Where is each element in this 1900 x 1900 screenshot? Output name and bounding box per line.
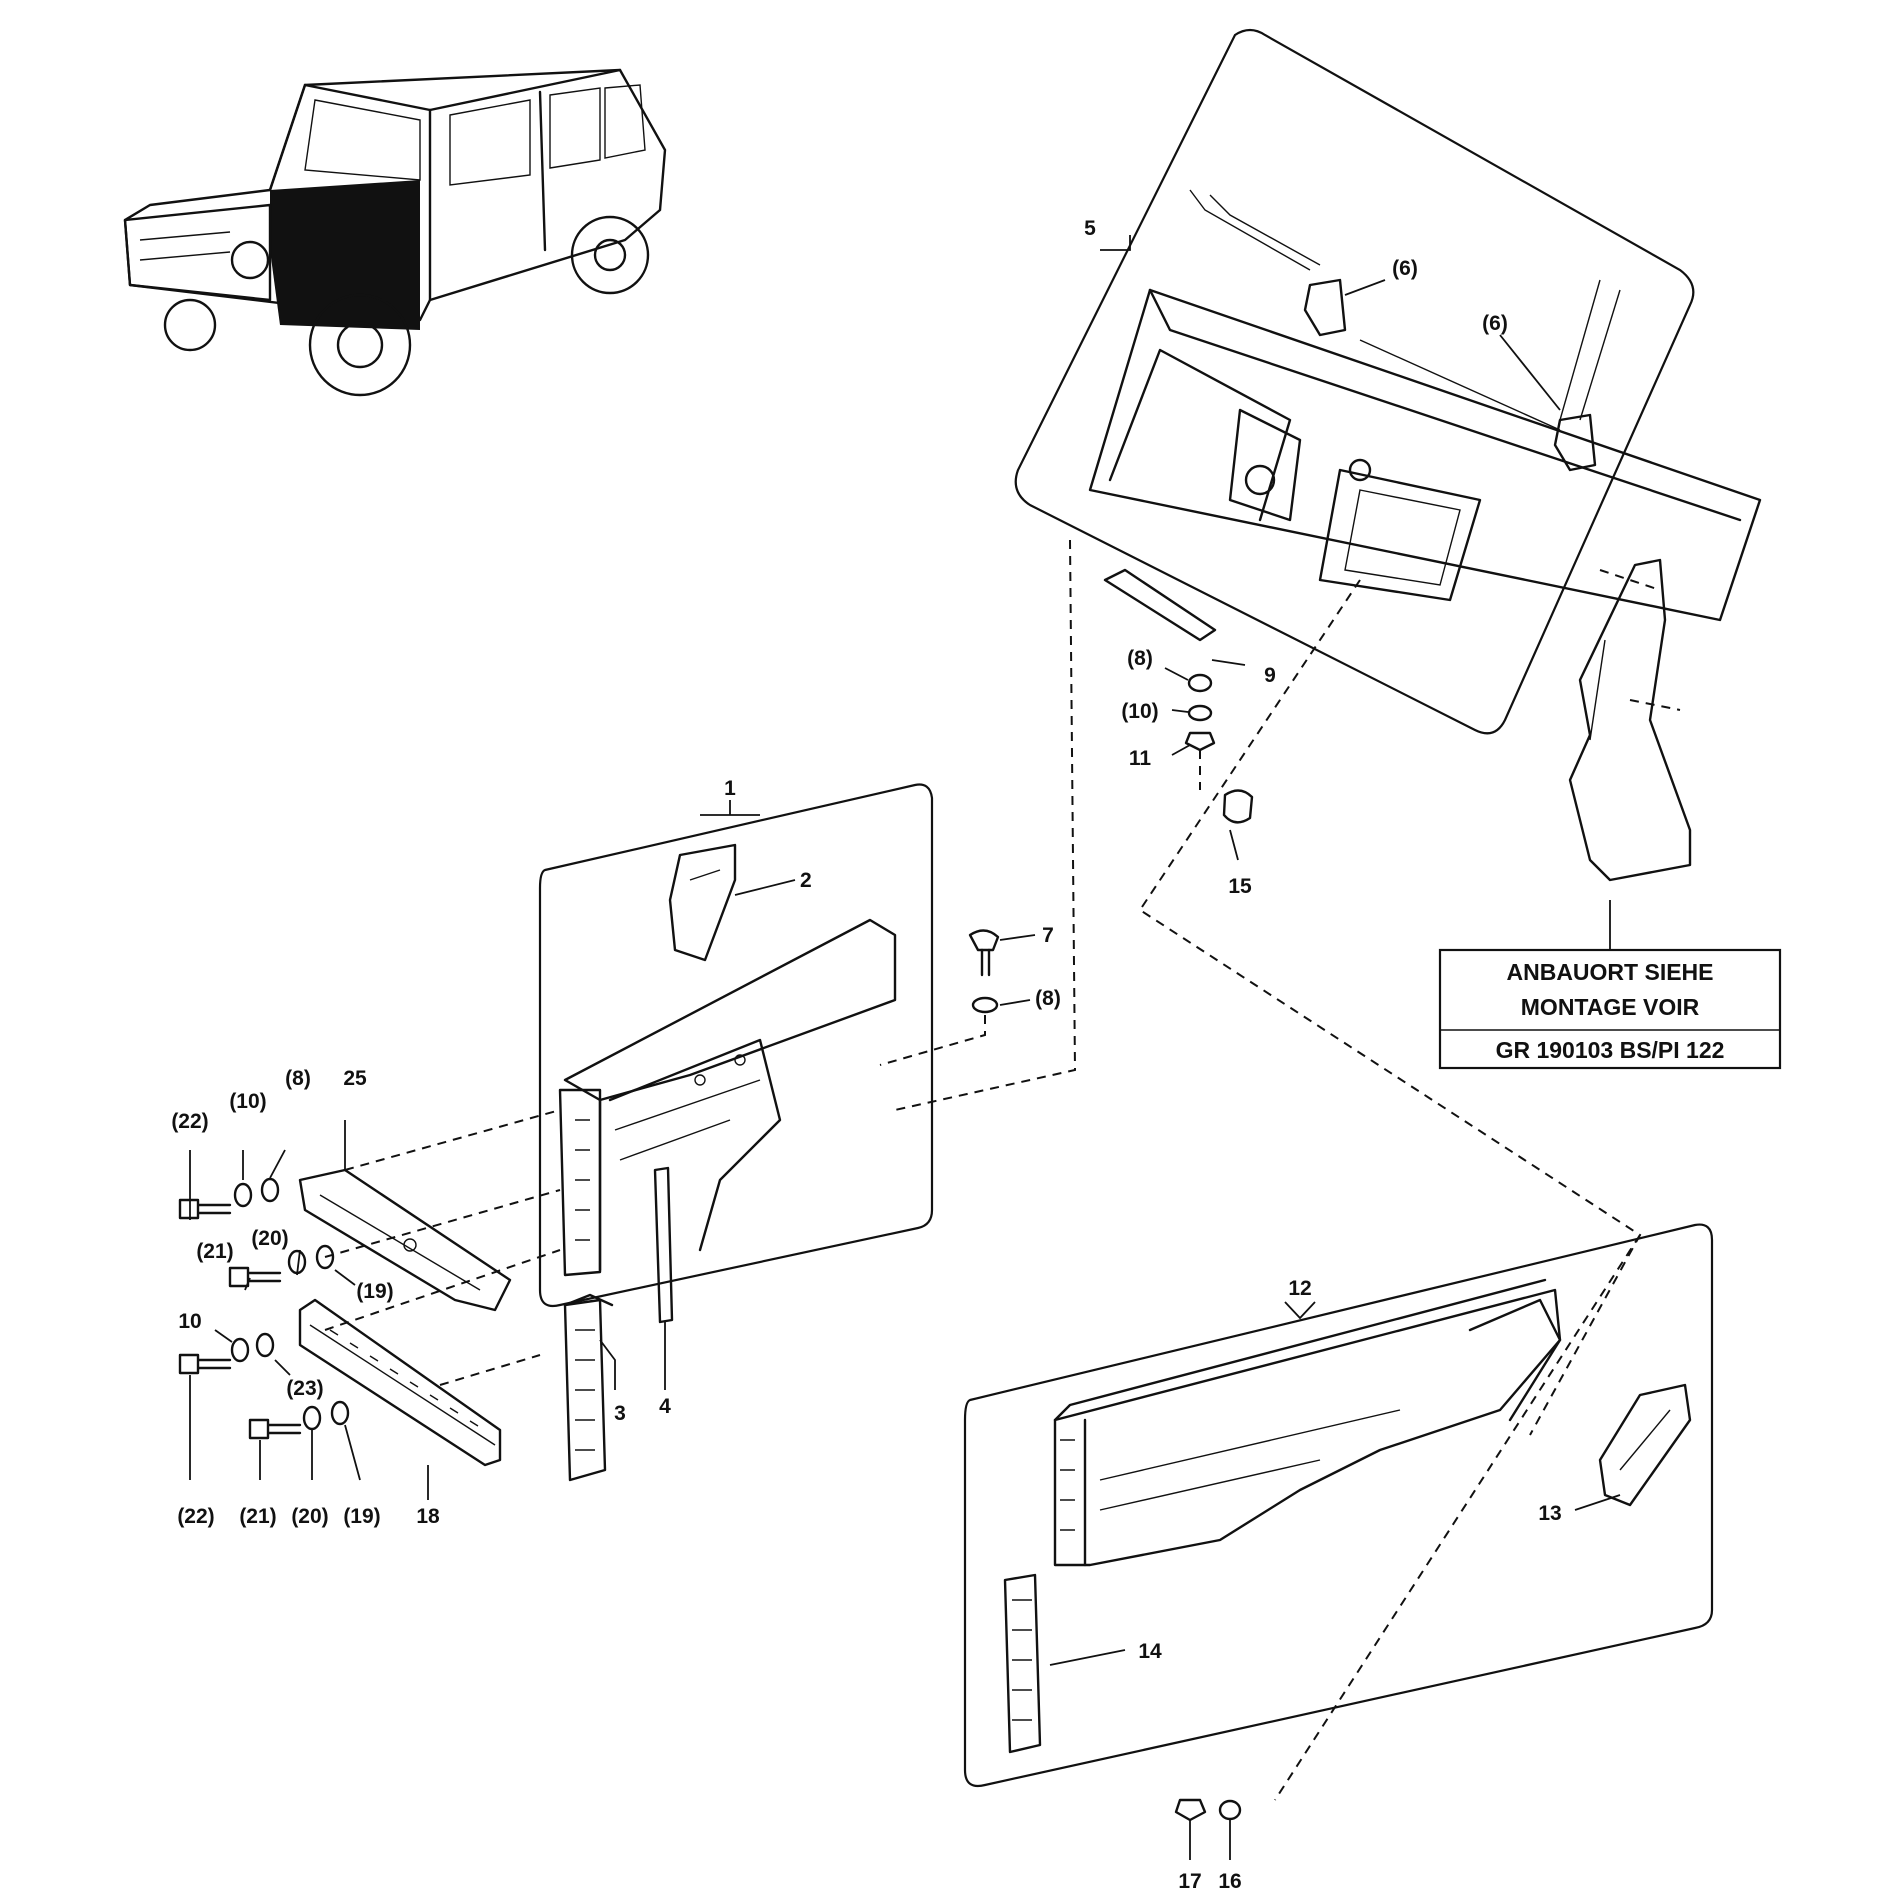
label-1: 1 <box>724 777 736 800</box>
label-17: 17 <box>1178 1870 1201 1893</box>
label-6b: (6) <box>1482 312 1508 335</box>
part-labels: 1 2 3 4 5 (6) (6) 7 (8) (8) (8) 9 (10) (… <box>171 217 1561 1893</box>
assembly-5-frame <box>1014 28 1695 735</box>
reference-line-3: GR 190103 BS/PI 122 <box>1496 1037 1725 1063</box>
reference-line-2: MONTAGE VOIR <box>1521 994 1700 1020</box>
label-8a: (8) <box>1035 987 1061 1010</box>
leader-lines <box>189 279 1621 1860</box>
label-8b: (8) <box>1127 647 1153 670</box>
label-10a: (10) <box>1121 700 1158 723</box>
label-22a: (22) <box>171 1110 208 1133</box>
label-4: 4 <box>659 1395 671 1418</box>
part-4-strip <box>653 1166 674 1324</box>
label-9: 9 <box>1264 664 1276 687</box>
reference-box: ANBAUORT SIEHE MONTAGE VOIR GR 190103 BS… <box>1438 900 1782 1070</box>
label-10c: 10 <box>178 1310 201 1333</box>
part-12-wheelhouse <box>1053 1278 1562 1567</box>
part-15-clip <box>1222 789 1254 824</box>
part-18-rail <box>298 1298 502 1467</box>
side-panel-reference-part <box>1568 558 1692 882</box>
label-16: 16 <box>1218 1870 1241 1893</box>
label-3: 3 <box>614 1402 626 1425</box>
part-9-strip <box>1103 568 1217 642</box>
label-11: 11 <box>1129 747 1152 770</box>
vehicle-overview <box>123 68 667 397</box>
assembly-1-frame <box>538 783 934 1308</box>
part-14-radiator-post <box>1003 1573 1042 1754</box>
label-20b: (20) <box>291 1505 328 1528</box>
reference-line-1: ANBAUORT SIEHE <box>1506 959 1713 985</box>
label-10b: (10) <box>229 1090 266 1113</box>
highlighted-front-section <box>270 180 420 330</box>
part-13-bracket <box>1598 1383 1692 1507</box>
fasteners-8-10-11 <box>1184 673 1216 752</box>
part-5-firewall <box>1088 189 1762 622</box>
label-7: 7 <box>1042 924 1054 947</box>
fasteners-16-17 <box>1174 1798 1242 1822</box>
connection-lines <box>324 539 1681 1801</box>
label-6a: (6) <box>1392 257 1418 280</box>
label-21b: (21) <box>239 1505 276 1528</box>
label-19b: (19) <box>343 1505 380 1528</box>
part-25-crossmember <box>298 1168 512 1312</box>
part-3-radiator-post <box>563 1293 614 1482</box>
part-1-wheelhouse <box>558 918 897 1277</box>
part-7-bolt <box>968 929 1000 1014</box>
label-22b: (22) <box>177 1505 214 1528</box>
part-6-brackets <box>1303 278 1597 472</box>
label-15: 15 <box>1228 875 1252 898</box>
label-8c: (8) <box>285 1067 311 1090</box>
label-19a: (19) <box>356 1280 393 1303</box>
label-18: 18 <box>416 1505 440 1528</box>
label-12: 12 <box>1288 1277 1311 1300</box>
label-5: 5 <box>1084 217 1096 240</box>
label-13: 13 <box>1538 1502 1561 1525</box>
label-21a: (21) <box>196 1240 233 1263</box>
label-2: 2 <box>800 869 812 892</box>
label-25: 25 <box>343 1067 367 1090</box>
fasteners-left <box>178 1177 350 1440</box>
part-2-bracket <box>668 843 737 962</box>
assembly-12-frame <box>963 1223 1714 1788</box>
label-23: (23) <box>286 1377 323 1400</box>
label-20a: (20) <box>251 1227 288 1250</box>
label-14: 14 <box>1138 1640 1162 1663</box>
